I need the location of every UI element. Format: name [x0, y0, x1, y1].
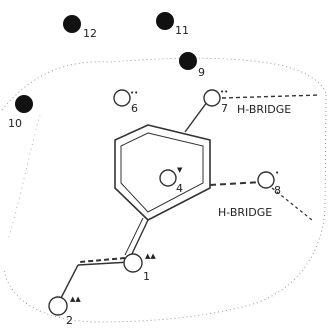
hbridge-line-8 — [271, 187, 313, 221]
marker-8: • — [275, 169, 279, 177]
atom-1 — [123, 253, 143, 273]
label-7: 7 — [221, 102, 228, 115]
label-12: 12 — [83, 27, 97, 40]
hbridge-line-7 — [221, 94, 321, 99]
bond-ring-to-1 — [129, 219, 149, 259]
label-2: 2 — [66, 314, 73, 325]
marker-1: ▲▲ — [145, 252, 156, 260]
label-6: 6 — [131, 102, 138, 115]
atom-8 — [257, 171, 275, 189]
benzene-ring-inner — [120, 132, 204, 213]
bond-1-to-2-b — [59, 264, 79, 301]
marker-7: •• — [220, 88, 228, 96]
bond-1-to-2 — [77, 261, 131, 266]
label-11: 11 — [175, 24, 189, 37]
bond-ring-to-1-b — [124, 217, 144, 256]
atom-7 — [203, 89, 221, 107]
label-4: 4 — [176, 182, 183, 195]
atom-9 — [179, 52, 197, 70]
atom-6 — [113, 89, 131, 107]
label-9: 9 — [198, 66, 205, 79]
envelope-contour-left — [7, 114, 41, 241]
atom-2 — [48, 296, 68, 316]
dashed-1-2 — [79, 257, 126, 263]
marker-4: ▼ — [177, 166, 183, 174]
label-1: 1 — [143, 270, 150, 283]
dashed-ring-8 — [209, 181, 263, 186]
label-8: 8 — [274, 184, 281, 197]
atom-11 — [156, 12, 174, 30]
atom-12 — [63, 15, 81, 33]
atom-10 — [15, 95, 33, 113]
label-10: 10 — [8, 117, 22, 130]
atom-4 — [159, 169, 177, 187]
marker-6: •• — [130, 89, 138, 97]
marker-2: ▲▲ — [70, 295, 81, 303]
hbridge-label-1: H-BRIDGE — [237, 103, 291, 116]
hbridge-label-2: H-BRIDGE — [218, 206, 272, 219]
